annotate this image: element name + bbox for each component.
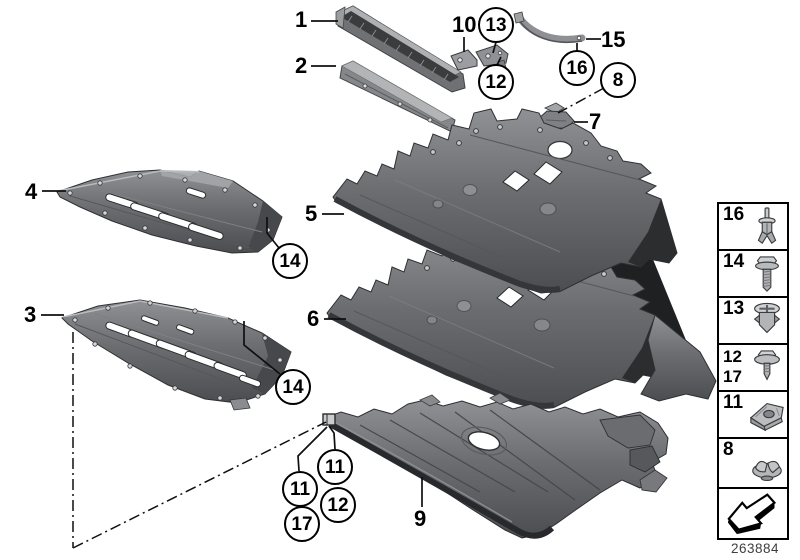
legend-row-13[interactable]: 13 bbox=[719, 298, 787, 345]
callout-7[interactable]: 7 bbox=[589, 109, 602, 134]
diagram-part-number: 263884 bbox=[731, 541, 780, 556]
part-15-shape bbox=[513, 11, 586, 44]
callout-17-circled[interactable]: 17 bbox=[284, 506, 320, 542]
callout-16-circled[interactable]: 16 bbox=[559, 50, 595, 86]
hex-bolt-washer-icon bbox=[748, 253, 786, 300]
part-6-shape bbox=[327, 225, 717, 409]
callout-13-circled[interactable]: 13 bbox=[478, 7, 514, 43]
plastic-expanding-nut-icon bbox=[748, 300, 786, 347]
callout-6[interactable]: 6 bbox=[307, 306, 320, 331]
legend-row-8[interactable]: 8 bbox=[719, 439, 787, 489]
callout-1[interactable]: 1 bbox=[295, 7, 308, 32]
callout-8-circled[interactable]: 8 bbox=[600, 62, 636, 98]
legend-row-14[interactable]: 14 bbox=[719, 251, 787, 298]
legend-label-11: 11 bbox=[723, 392, 744, 413]
callout-3[interactable]: 3 bbox=[24, 302, 37, 327]
fastener-legend: 16 14 bbox=[717, 202, 789, 540]
callout-12-bottom-circled[interactable]: 12 bbox=[320, 487, 356, 523]
callout-4[interactable]: 4 bbox=[25, 179, 38, 204]
sheet-metal-clip-nut-icon bbox=[748, 394, 786, 441]
callout-2[interactable]: 2 bbox=[295, 53, 308, 78]
legend-label-16: 16 bbox=[723, 204, 745, 225]
part-1-shape bbox=[335, 5, 466, 93]
legend-label-14: 14 bbox=[723, 251, 745, 272]
legend-row-11[interactable]: 11 bbox=[719, 392, 787, 439]
part-10-shape bbox=[450, 49, 478, 71]
leader-lines bbox=[41, 20, 601, 507]
hex-screw-washer-icon bbox=[748, 347, 786, 394]
legend-direction-cell[interactable] bbox=[719, 489, 787, 538]
callout-14-upper-circled[interactable]: 14 bbox=[272, 243, 308, 279]
part-4-shape bbox=[56, 169, 283, 254]
part-9-shape bbox=[322, 392, 669, 539]
callout-9[interactable]: 9 bbox=[414, 506, 427, 531]
callout-14-lower-circled[interactable]: 14 bbox=[275, 369, 311, 405]
expanding-rivet-icon bbox=[748, 206, 786, 253]
part-3-shape bbox=[61, 299, 292, 411]
legend-label-8: 8 bbox=[723, 439, 734, 460]
callout-15[interactable]: 15 bbox=[601, 27, 626, 52]
reference-dash-lines bbox=[72, 87, 605, 549]
callout-12-top-circled[interactable]: 12 bbox=[478, 64, 514, 100]
plastic-clip-icon bbox=[748, 445, 786, 490]
callout-11-left-circled[interactable]: 11 bbox=[282, 471, 318, 507]
callout-11-right-circled[interactable]: 11 bbox=[317, 449, 353, 485]
legend-row-16[interactable]: 16 bbox=[719, 204, 787, 251]
callout-5[interactable]: 5 bbox=[305, 201, 318, 226]
legend-label-13: 13 bbox=[723, 298, 745, 319]
callout-10[interactable]: 10 bbox=[452, 12, 477, 37]
direction-arrow-icon bbox=[722, 492, 784, 540]
